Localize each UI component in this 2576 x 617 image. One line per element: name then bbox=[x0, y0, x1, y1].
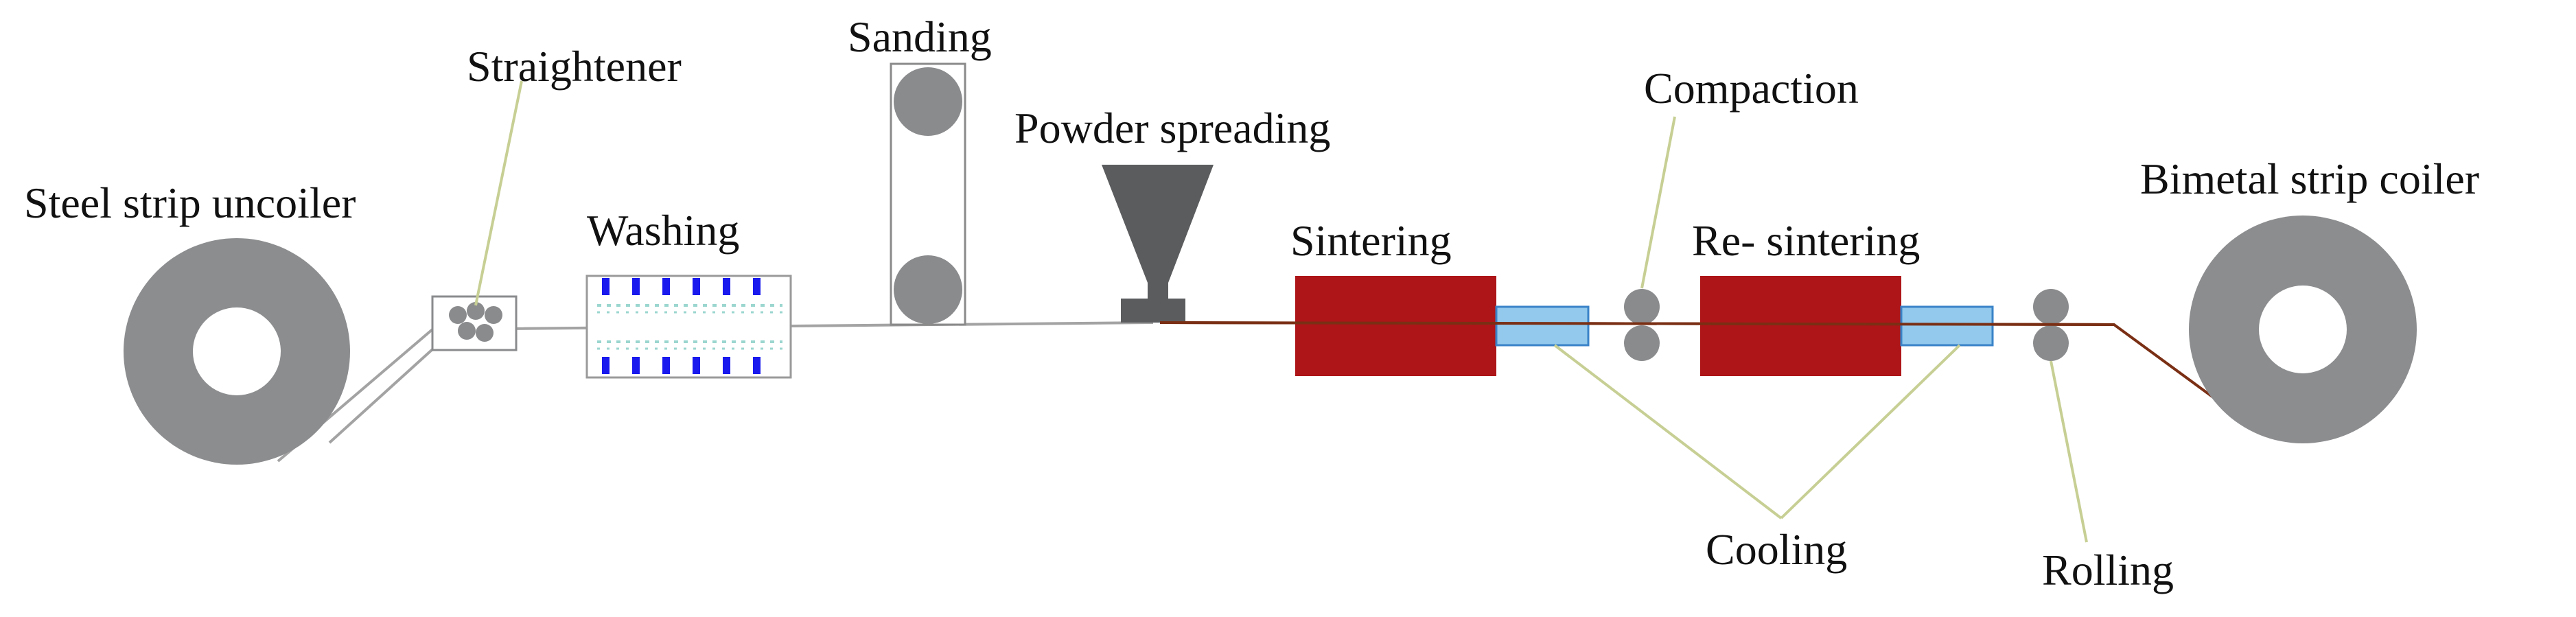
leader-lines bbox=[474, 80, 2088, 543]
re-sintering-furnace bbox=[1700, 276, 1901, 376]
label-powder-spreading: Powder spreading bbox=[1014, 104, 1330, 152]
cooling-box-1 bbox=[1495, 305, 1590, 347]
powder-spreading-hopper bbox=[1102, 165, 1214, 323]
label-uncoiler: Steel strip uncoiler bbox=[24, 178, 356, 227]
label-sintering: Sintering bbox=[1290, 216, 1452, 265]
sintering-furnace bbox=[1295, 276, 1496, 376]
steel-strip-uncoiler bbox=[124, 238, 350, 465]
uncoiler-feed-line bbox=[328, 342, 441, 444]
label-rolling: Rolling bbox=[2042, 546, 2174, 594]
label-cooling: Cooling bbox=[1706, 525, 1847, 574]
rolling-rolls bbox=[2033, 289, 2069, 361]
bimetal-strip-coiler bbox=[2189, 216, 2417, 443]
label-coiler: Bimetal strip coiler bbox=[2140, 154, 2479, 203]
label-re-sintering: Re- sintering bbox=[1692, 216, 1920, 265]
washing-unit bbox=[585, 275, 792, 379]
label-straightener: Straightener bbox=[467, 42, 682, 91]
strip-through-furnaces bbox=[1159, 321, 2115, 326]
straightener bbox=[431, 295, 518, 351]
label-washing: Washing bbox=[587, 206, 739, 255]
label-compaction: Compaction bbox=[1644, 64, 1859, 113]
sanding-belt bbox=[890, 62, 966, 326]
cooling-box-2 bbox=[1900, 305, 1994, 347]
compaction-rolls bbox=[1624, 289, 1660, 361]
label-sanding: Sanding bbox=[848, 12, 992, 61]
